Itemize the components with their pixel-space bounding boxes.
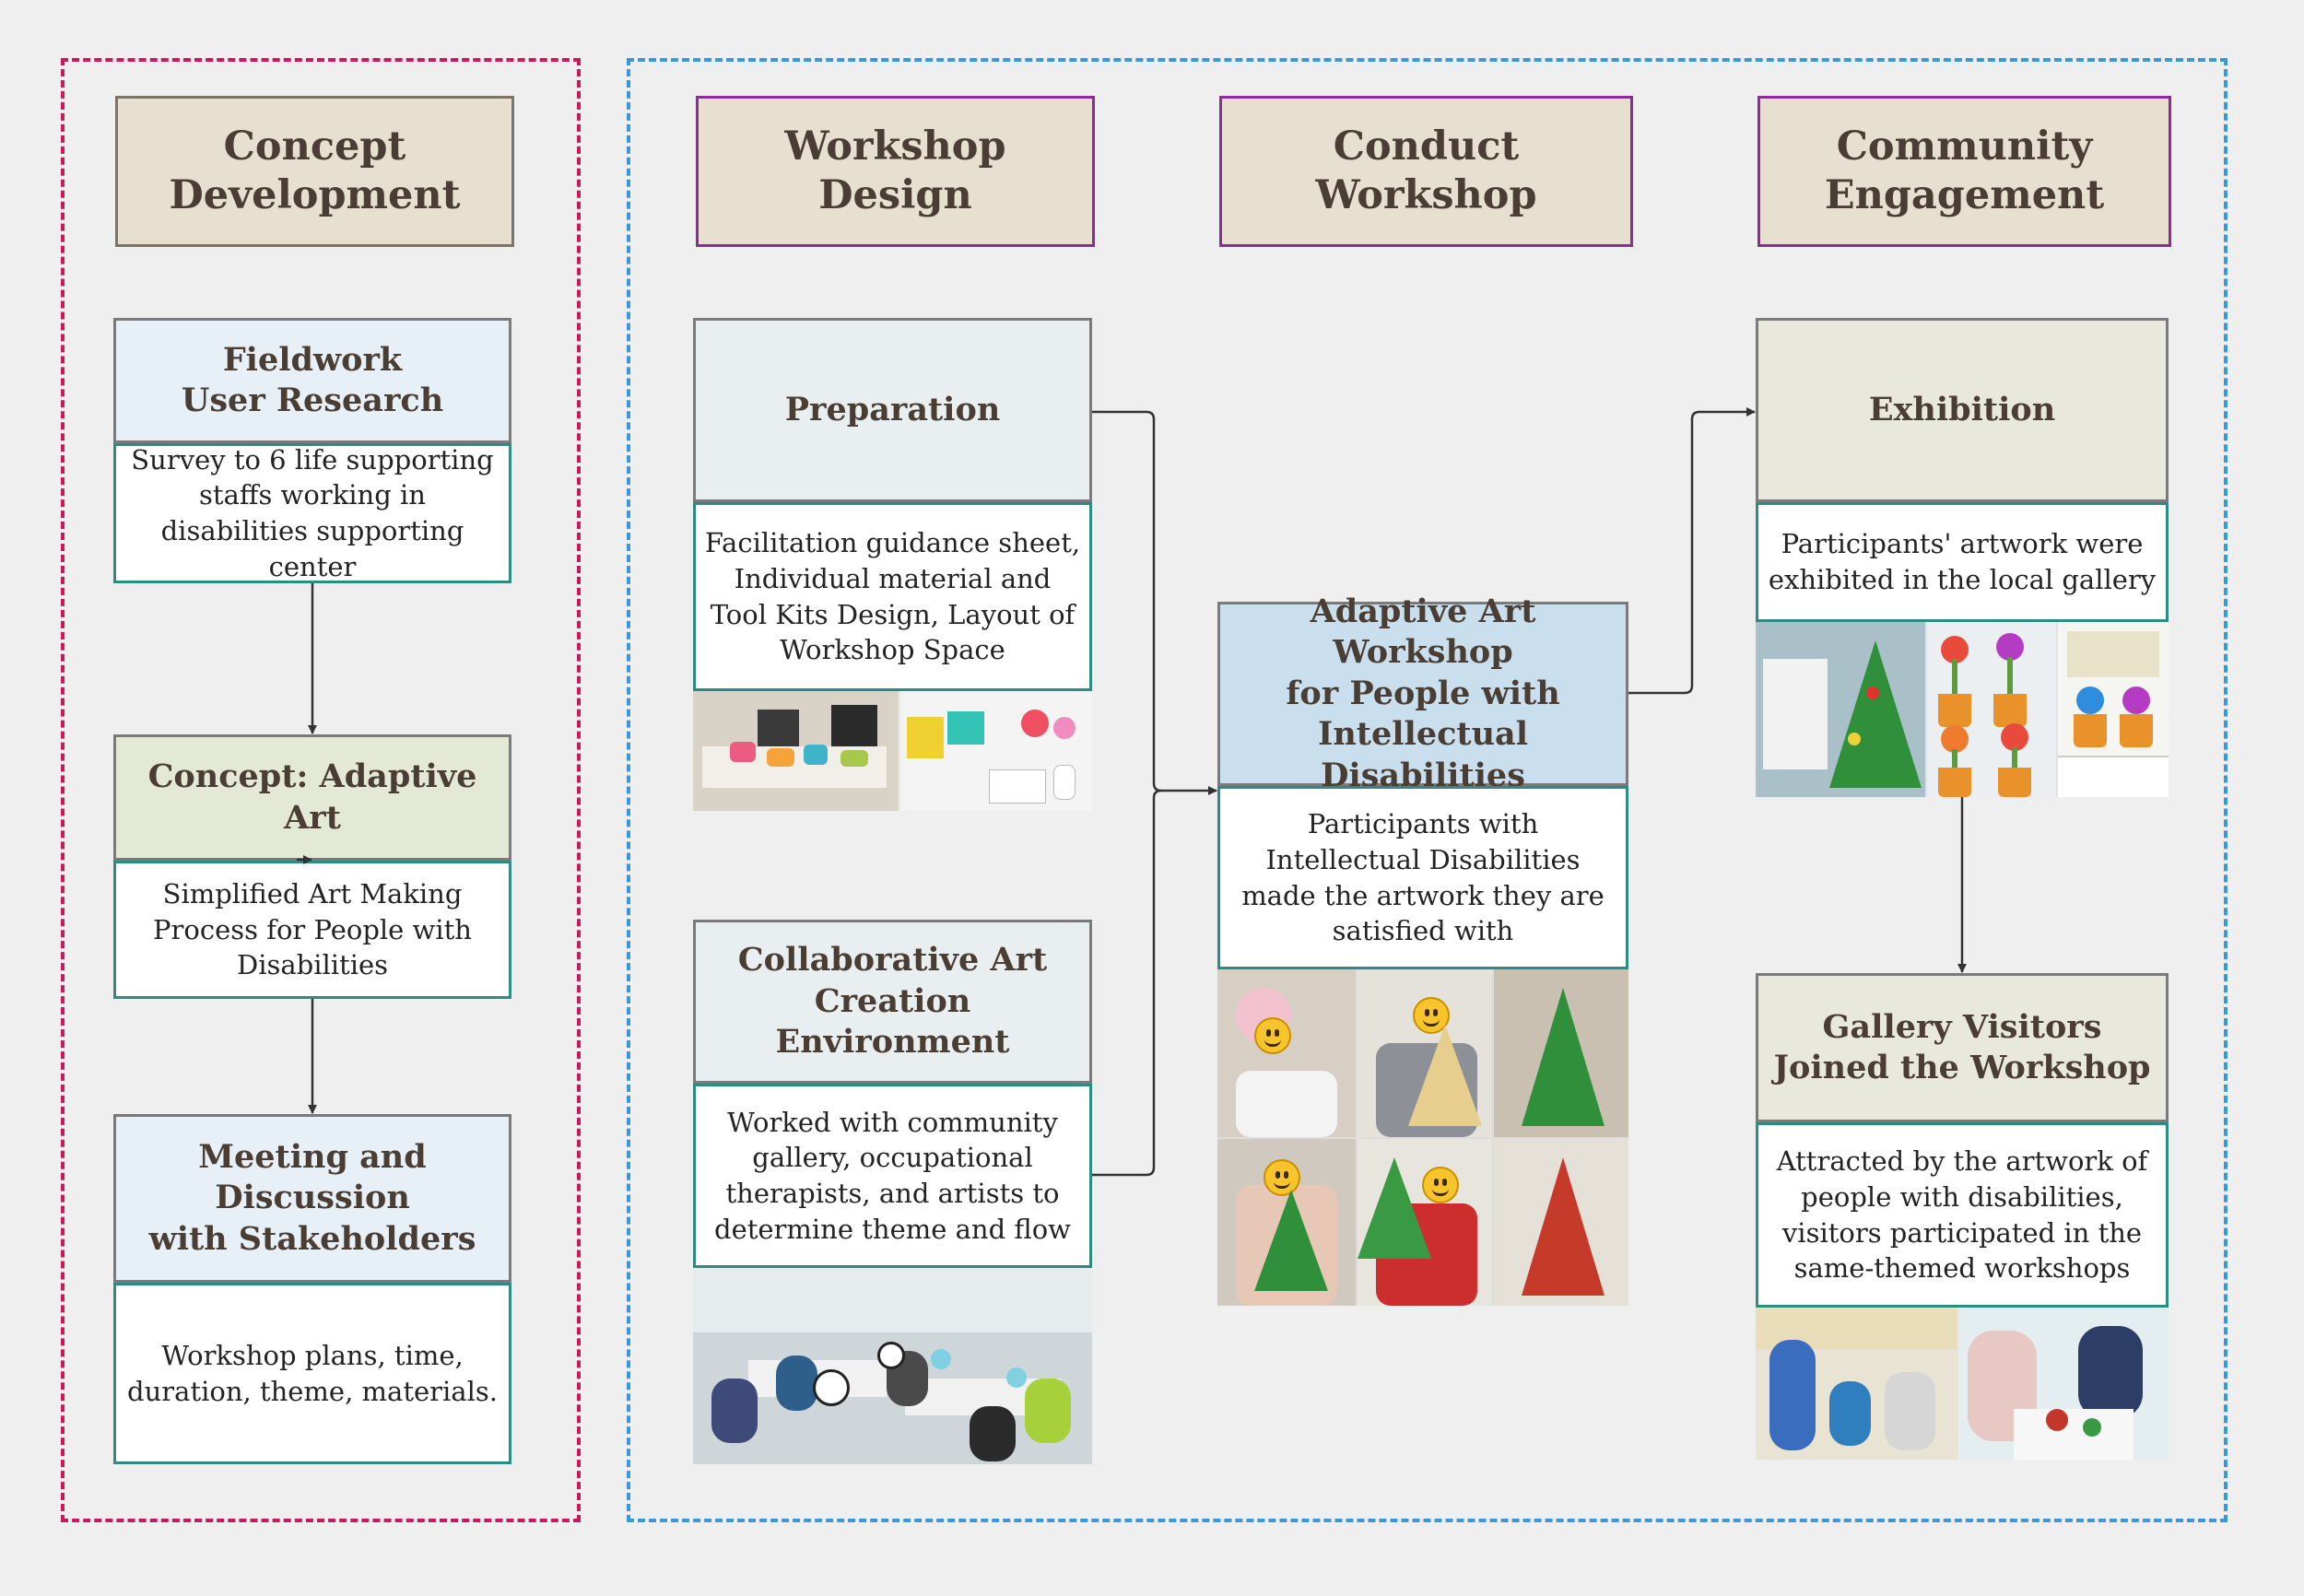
adaptive-art-description: Simplified Art Making Process for People… (113, 861, 511, 999)
adaptive-art-workshop-description: Participants with Intellectual Disabilit… (1217, 786, 1628, 969)
meeting-discussion-title: Meeting and Discussion with Stakeholders (113, 1114, 511, 1283)
preparation-title: Preparation (693, 318, 1092, 502)
concept-adaptive-art-title: Concept: Adaptive Art (113, 734, 511, 861)
concept-development-region (61, 58, 581, 1522)
exhibition-photo (1756, 622, 2169, 797)
collaborative-session-photo (693, 1268, 1092, 1464)
fieldwork-description: Survey to 6 life supporting staffs worki… (113, 443, 511, 583)
community-engagement-header: Community Engagement (1757, 96, 2171, 247)
gallery-visitors-photo (1756, 1308, 2169, 1460)
workshop-region (627, 58, 2228, 1522)
preparation-photo (693, 691, 1092, 811)
workshop-participants-photo-grid (1217, 969, 1628, 1306)
conduct-workshop-header: Conduct Workshop (1219, 96, 1633, 247)
preparation-description: Facilitation guidance sheet, Individual … (693, 502, 1092, 691)
concept-development-header: Concept Development (115, 96, 514, 247)
gallery-visitors-description: Attracted by the artwork of people with … (1756, 1122, 2169, 1308)
gallery-visitors-title: Gallery Visitors Joined the Workshop (1756, 973, 2169, 1122)
workshop-design-header: Workshop Design (696, 96, 1095, 247)
fieldwork-user-research-title: Fieldwork User Research (113, 318, 511, 443)
exhibition-title: Exhibition (1756, 318, 2169, 502)
adaptive-art-workshop-title: Adaptive Art Workshop for People with In… (1217, 593, 1628, 794)
exhibition-description: Participants' artwork were exhibited in … (1756, 502, 2169, 622)
meeting-description: Workshop plans, time, duration, theme, m… (113, 1283, 511, 1464)
collaborative-art-title: Collaborative Art Creation Environment (693, 920, 1092, 1084)
collaborative-description: Worked with community gallery, occupatio… (693, 1084, 1092, 1268)
